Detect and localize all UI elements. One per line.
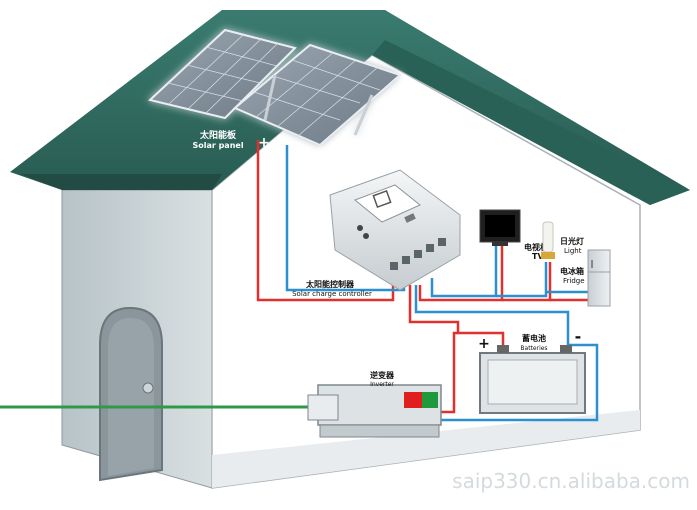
tv-icon: [479, 209, 521, 246]
house-floor: [212, 410, 640, 488]
battery-positive-sign: +: [478, 336, 490, 352]
battery-label-cn: 蓄电池: [522, 333, 546, 343]
battery-label-en: Batteries: [520, 345, 547, 352]
controller-label-en: Solar charge controller: [292, 290, 372, 298]
inverter-label-cn: 逆变器: [370, 370, 395, 380]
panel-positive-sign: +: [258, 135, 270, 151]
fridge-label-en: Fridge: [563, 277, 585, 285]
light-icon: [541, 221, 555, 259]
light-label-cn: 日光灯: [560, 236, 584, 246]
light-label-en: Light: [564, 247, 582, 255]
tv-label-en: TV: [532, 252, 544, 261]
battery-icon: [479, 345, 586, 414]
house-roof: [10, 10, 690, 205]
solar-panel-label-cn: 太阳能板: [199, 129, 237, 141]
charge-controller-icon: [329, 169, 461, 291]
solar-panel-icon: [147, 28, 402, 147]
fridge-icon: [587, 249, 611, 307]
door-icon: [99, 306, 163, 482]
inverter-label-en: Inverter: [370, 381, 394, 388]
controller-label-cn: 太阳能控制器: [305, 279, 355, 289]
watermark-text: saip330.cn.alibaba.com: [452, 469, 690, 493]
solar-panel-label-en: Solar panel: [192, 141, 243, 150]
fridge-label-cn: 电冰箱: [560, 266, 584, 276]
tv-label-cn: 电视机: [524, 242, 548, 252]
roof-eave: [20, 174, 222, 190]
roof-gable-edge: [372, 40, 690, 205]
panel-negative-sign: -: [291, 145, 298, 164]
battery-negative-sign: -: [575, 327, 582, 346]
inverter-icon: [307, 384, 442, 438]
